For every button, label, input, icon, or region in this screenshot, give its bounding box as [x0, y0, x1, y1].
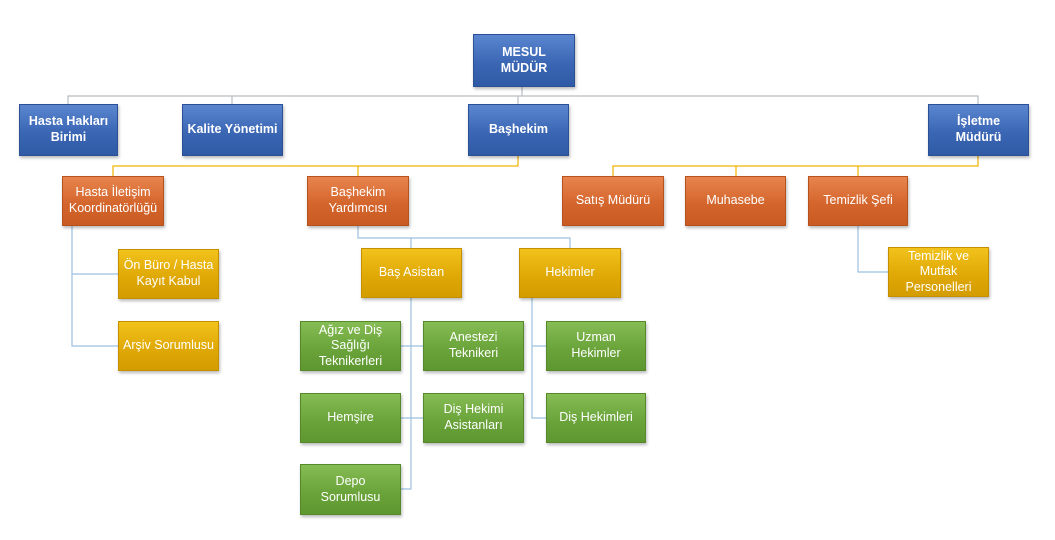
node-label: Ağız ve Diş Sağlığı Teknikerleri [318, 322, 383, 368]
node-label: Hasta Hakları Birimi [28, 114, 109, 144]
node-label: MESUL MÜDÜR [500, 44, 548, 75]
node-on-buro: Ön Büro / Hasta Kayıt Kabul [118, 249, 219, 299]
node-muhasebe: Muhasebe [685, 176, 786, 226]
node-satis: Satış Müdürü [562, 176, 664, 226]
node-label: Satış Müdürü [575, 193, 651, 208]
node-label: Hekimler [545, 265, 595, 280]
node-label: Temizlik ve Mutfak Personelleri [905, 248, 972, 294]
node-hekimler: Hekimler [519, 248, 621, 298]
node-label: Baş Asistan [378, 265, 445, 280]
node-label: İşletme Müdürü [955, 114, 1002, 144]
connectors-level3 [71, 226, 888, 490]
node-depo: Depo Sorumlusu [300, 464, 401, 515]
node-label: Anestezi Teknikeri [448, 330, 499, 360]
connectors-level2 [112, 156, 979, 176]
node-dis-hekimleri: Diş Hekimleri [546, 393, 646, 443]
node-label: Arşiv Sorumlusu [123, 338, 214, 353]
node-label: Muhasebe [706, 193, 765, 208]
node-label: Temizlik Şefi [823, 193, 893, 208]
node-dis-hekimi-asistan: Diş Hekimi Asistanları [423, 393, 524, 443]
node-label: Kalite Yönetimi [187, 122, 278, 137]
node-mesul-mudur: MESUL MÜDÜR [473, 34, 575, 87]
node-agiz-dis: Ağız ve Diş Sağlığı Teknikerleri [300, 321, 401, 371]
node-label: Hasta İletişim Koordinatörlüğü [68, 185, 158, 215]
node-label: Diş Hekimleri [559, 410, 633, 425]
node-label: Depo Sorumlusu [320, 473, 381, 504]
node-label: Başhekim Yardımcısı [328, 185, 388, 215]
node-label: Uzman Hekimler [571, 330, 621, 360]
node-bashekim: Başhekim [468, 104, 569, 156]
node-hasta-haklari: Hasta Hakları Birimi [19, 104, 118, 156]
node-kalite: Kalite Yönetimi [182, 104, 283, 156]
node-hemsire: Hemşire [300, 393, 401, 443]
node-temizlik-personel: Temizlik ve Mutfak Personelleri [888, 247, 989, 297]
node-anestezi: Anestezi Teknikeri [423, 321, 524, 371]
node-uzman: Uzman Hekimler [546, 321, 646, 371]
node-bashekim-yardimcisi: Başhekim Yardımcısı [307, 176, 409, 226]
node-hasta-iletisim: Hasta İletişim Koordinatörlüğü [62, 176, 164, 226]
node-label: Başhekim [488, 122, 549, 137]
node-arsiv: Arşiv Sorumlusu [118, 321, 219, 371]
node-label: Diş Hekimi Asistanları [443, 402, 504, 432]
node-isletme: İşletme Müdürü [928, 104, 1029, 156]
node-bas-asistan: Baş Asistan [361, 248, 462, 298]
node-temizlik-sefi: Temizlik Şefi [808, 176, 908, 226]
node-label: Ön Büro / Hasta Kayıt Kabul [123, 258, 214, 288]
node-label: Hemşire [327, 410, 374, 425]
connectors-level1 [67, 87, 979, 104]
